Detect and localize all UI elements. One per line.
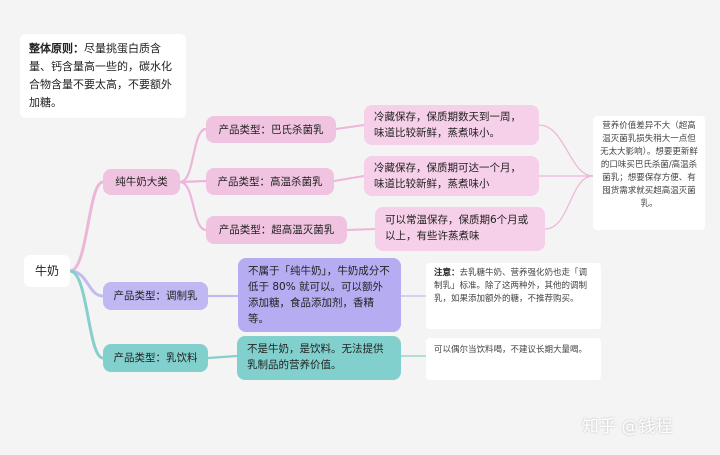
category-milk-drink[interactable]: 产品类型：乳饮料 (103, 344, 208, 372)
note-modified: 注意：去乳糖牛奶、营养强化奶也走「调制乳」标准。除了这两种外，其他的调制乳，如果… (426, 263, 601, 329)
link-pure-hightemp (179, 179, 207, 184)
link-pasteurized-detail (335, 124, 365, 130)
detail-milk-drink[interactable]: 不是牛奶，是饮料。无法提供乳制品的营养价值。 (237, 336, 401, 380)
type-uht[interactable]: 产品类型：超高温灭菌乳 (206, 216, 347, 244)
watermark-text: 知乎 @钱程 (582, 417, 673, 437)
link-pure-uht (179, 180, 207, 232)
detail-high-temp[interactable]: 冷藏保存，保质期可达一个月，味道比较新鲜，蒸煮味小 (364, 156, 539, 196)
detail-modified[interactable]: 不属于「纯牛奶」，牛奶成分不低于 80% 就可以。可以额外添加糖，食品添加剂，香… (238, 258, 401, 332)
overall-principle: 整体原则：尽量挑蛋白质含量、钙含量高一些的，碳水化合物含量不要太高，不要额外加糖… (20, 34, 186, 118)
principle-label: 整体原则： (29, 42, 84, 55)
link-root-pure (69, 180, 104, 273)
link-root-drink (69, 269, 104, 360)
detail-uht[interactable]: 可以常温保存，保质期6个月或以上，有些许蒸煮味 (375, 207, 545, 251)
link-hightemp-detail (333, 175, 365, 182)
detail-pasteurized[interactable]: 冷藏保存，保质期数天到一周，味道比较新鲜，蒸煮味小。 (364, 105, 539, 145)
principle-text: 尽量挑蛋白质含量、钙含量高一些的，碳水化合物含量不要太高，不要额外加糖。 (29, 42, 172, 109)
link-pasteurized-note (538, 124, 594, 177)
link-uht-detail (346, 228, 376, 231)
root-node[interactable]: 牛奶 (24, 255, 70, 287)
type-high-temp[interactable]: 产品类型：高温杀菌乳 (206, 168, 334, 195)
category-pure-milk[interactable]: 纯牛奶大类 (103, 169, 180, 195)
link-uht-note (544, 175, 594, 230)
link-drink-detail (207, 354, 238, 360)
note-modified-text: 去乳糖牛奶、营养强化奶也走「调制乳」标准。除了这两种外，其他的调制乳，如果添加额… (434, 268, 588, 304)
type-pasteurized[interactable]: 产品类型：巴氏杀菌乳 (206, 116, 336, 143)
note-modified-label: 注意： (434, 268, 460, 278)
note-nutrition: 营养价值差异不大（超高温灭菌乳损失稍大一点但无太大影响）。想要更新鲜的口味买巴氏… (593, 116, 705, 230)
link-pure-pasteurized (179, 127, 207, 184)
note-milk-drink: 可以偶尔当饮料喝，不建议长期大量喝。 (426, 338, 601, 380)
category-modified-milk[interactable]: 产品类型：调制乳 (103, 282, 208, 310)
